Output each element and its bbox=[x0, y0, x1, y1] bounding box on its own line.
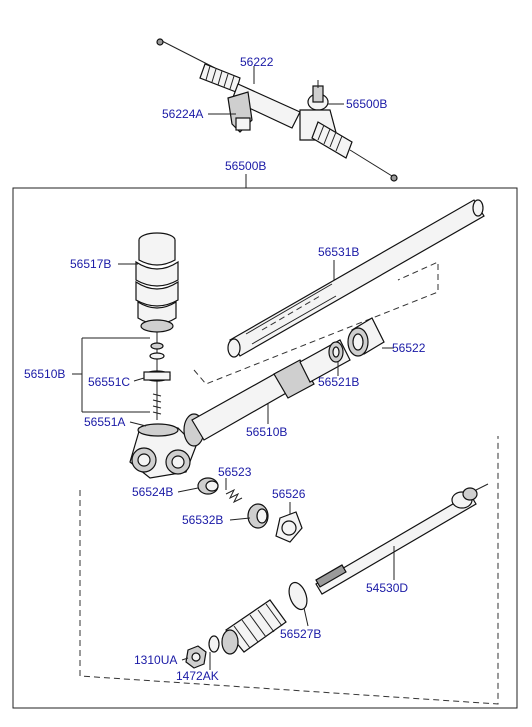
label-1310UA: 1310UA bbox=[134, 653, 177, 667]
tie-rod-group-boundary bbox=[79, 436, 499, 705]
ring-1472AK bbox=[208, 635, 220, 653]
label-56531B: 56531B bbox=[318, 245, 359, 259]
rack-group-boundary bbox=[193, 261, 439, 385]
steering-gear-assembly-overview bbox=[156, 38, 398, 182]
yoke-56532B bbox=[247, 503, 269, 529]
label-56500B-box: 56500B bbox=[225, 159, 266, 173]
label-56222: 56222 bbox=[240, 55, 274, 69]
rack-bar-56531B bbox=[227, 199, 485, 358]
label-56510B-left: 56510B bbox=[24, 367, 65, 381]
exploded-view-frame bbox=[12, 187, 518, 709]
label-56517B: 56517B bbox=[70, 257, 111, 271]
tie-rod-boot bbox=[221, 599, 287, 655]
label-56526: 56526 bbox=[272, 487, 306, 501]
label-56224A: 56224A bbox=[162, 107, 203, 121]
label-56521B: 56521B bbox=[318, 375, 359, 389]
bushing-56522 bbox=[347, 317, 385, 357]
label-56510B-right: 56510B bbox=[246, 425, 287, 439]
pinion-parts bbox=[143, 332, 171, 420]
bracket-56510B bbox=[81, 337, 150, 413]
label-56551C: 56551C bbox=[88, 375, 130, 389]
boot-56517B bbox=[135, 232, 179, 333]
nut-1310UA bbox=[185, 645, 207, 669]
clip-56527B bbox=[288, 581, 308, 611]
gear-housing-56551A bbox=[129, 413, 205, 479]
label-1472AK: 1472AK bbox=[176, 669, 219, 683]
label-56522: 56522 bbox=[392, 341, 426, 355]
spring-56523 bbox=[225, 488, 243, 504]
ring-56521B bbox=[328, 341, 344, 363]
label-56551A: 56551A bbox=[84, 415, 125, 429]
lock-nut-56526 bbox=[275, 511, 303, 543]
label-56523: 56523 bbox=[218, 465, 252, 479]
label-54530D: 54530D bbox=[366, 581, 408, 595]
label-56527B: 56527B bbox=[280, 627, 321, 641]
label-56500B-top: 56500B bbox=[346, 97, 387, 111]
label-56524B: 56524B bbox=[132, 485, 173, 499]
tie-rod-54530D bbox=[315, 483, 489, 595]
yoke-plug-56524B bbox=[197, 477, 219, 495]
label-56532B: 56532B bbox=[182, 513, 223, 527]
